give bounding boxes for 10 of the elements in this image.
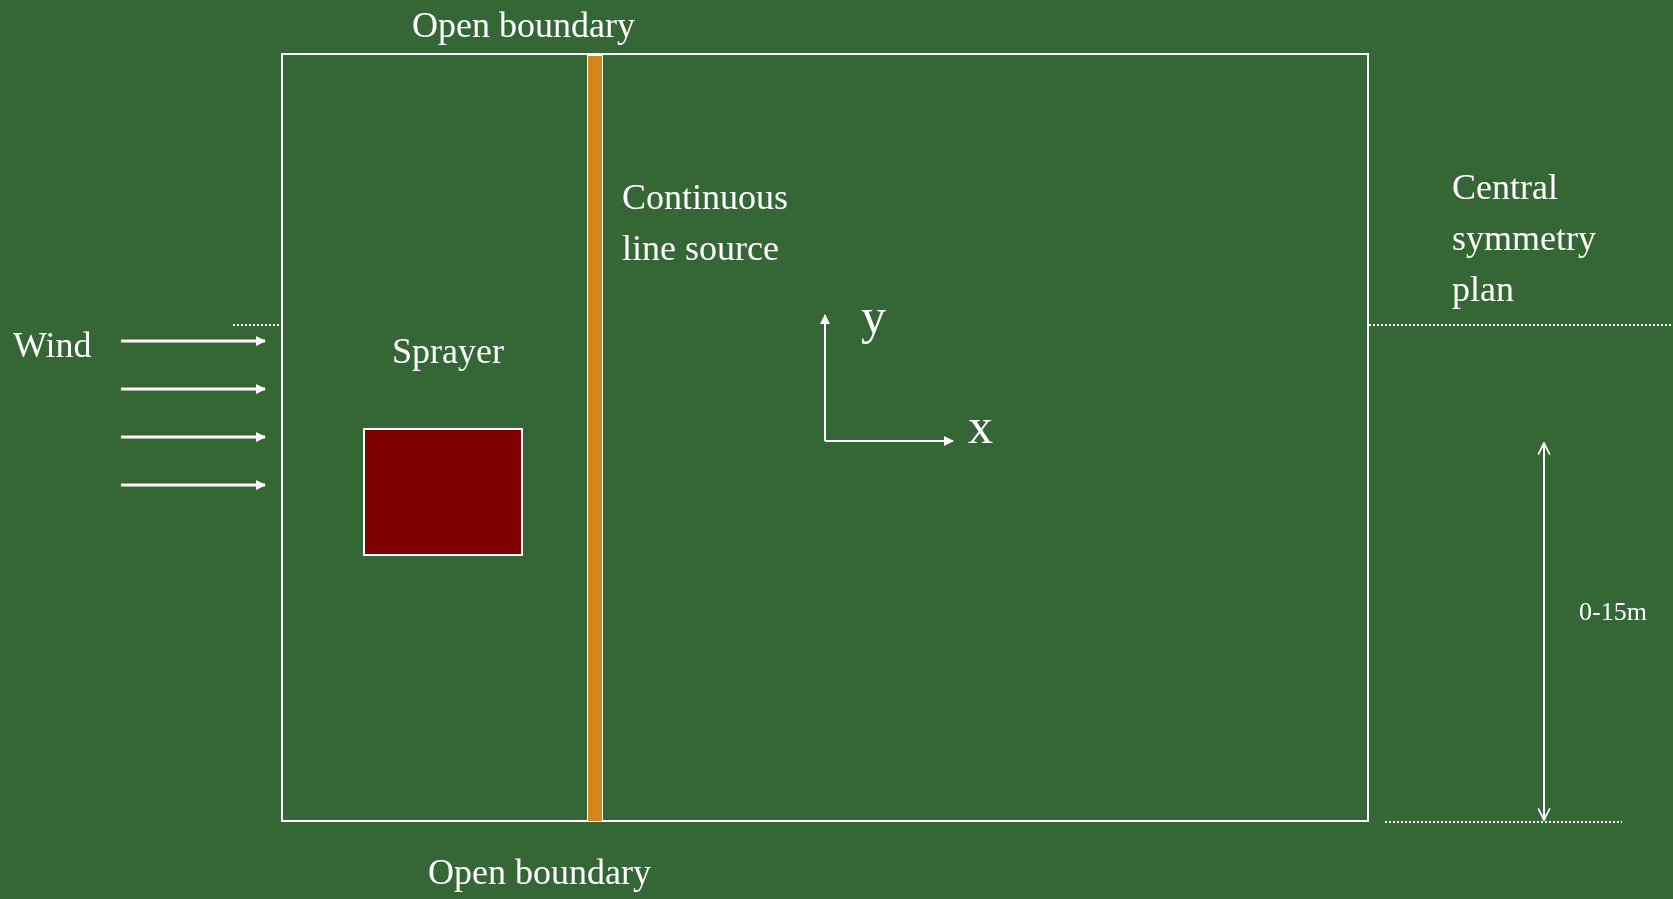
wind-label: Wind xyxy=(13,325,93,366)
boundary-label: Open boundary xyxy=(428,852,652,893)
source-label: Continuous line source xyxy=(622,176,790,270)
plane-label: Central symmetry plan xyxy=(1452,166,1597,311)
axis-label: y xyxy=(861,288,887,345)
boundary-label: Open boundary xyxy=(412,5,636,46)
sprayer-label: Sprayer xyxy=(391,331,505,371)
domain-boundary xyxy=(281,53,1369,822)
axis-label: x xyxy=(968,398,994,455)
dimension-label: 0-15m xyxy=(1579,597,1648,627)
